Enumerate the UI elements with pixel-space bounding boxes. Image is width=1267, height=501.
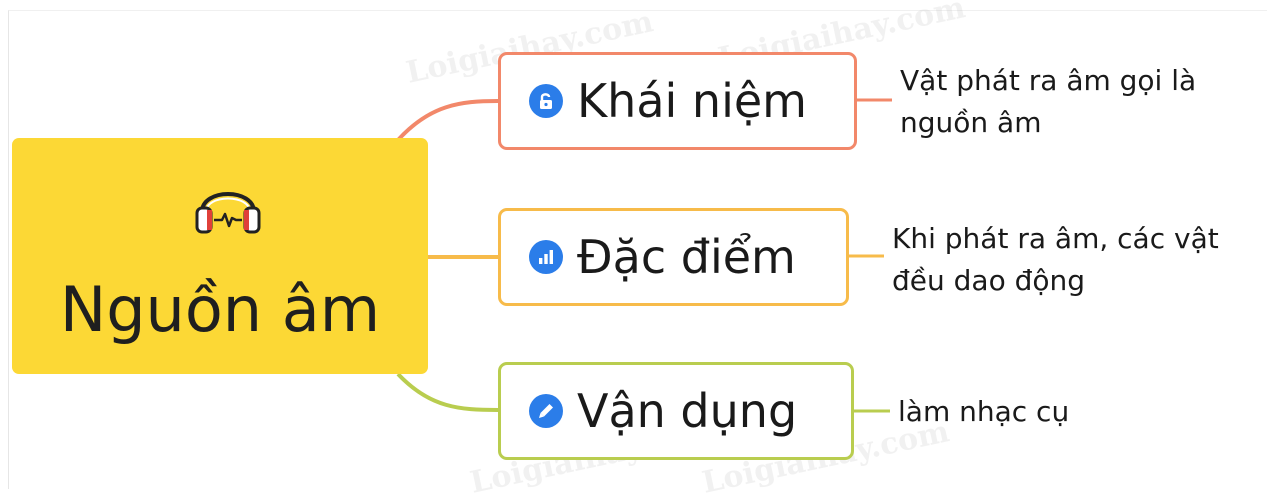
- branch-dac-diem[interactable]: Đặc điểm: [498, 208, 849, 306]
- note-khai-niem: Vật phát ra âm gọi là nguồn âm: [900, 64, 1197, 139]
- connector-lines: [396, 98, 892, 413]
- central-topic[interactable]: Nguồn âm: [12, 138, 428, 374]
- branch-label: Đặc điểm: [577, 230, 796, 284]
- branch-khai-niem[interactable]: Khái niệm: [498, 52, 857, 150]
- branch-van-dung[interactable]: Vận dụng: [498, 362, 854, 460]
- lock-icon: [529, 84, 563, 118]
- branch-label: Vận dụng: [577, 384, 798, 438]
- bar-chart-icon: [529, 240, 563, 274]
- pencil-icon: [529, 394, 563, 428]
- branch-label: Khái niệm: [577, 74, 807, 128]
- note-dac-diem: Khi phát ra âm, các vật đều dao động: [892, 222, 1219, 297]
- note-van-dung: làm nhạc cụ: [898, 395, 1070, 428]
- connector-khai-niem: [396, 99, 499, 142]
- connector-van-dung: [396, 372, 499, 412]
- headphones-icon: [192, 172, 264, 236]
- central-title: Nguồn âm: [59, 273, 381, 346]
